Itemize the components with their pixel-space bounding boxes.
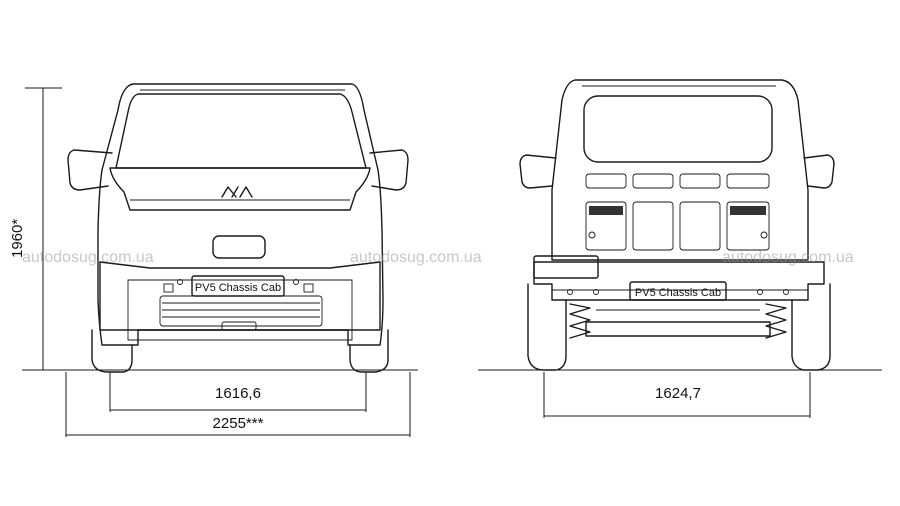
front-bumper — [99, 261, 381, 331]
watermark-1: autodosug.com.ua — [22, 249, 154, 266]
front-grille — [159, 295, 323, 331]
rear-left-mirror — [519, 154, 557, 189]
rear-left-wheel — [527, 283, 567, 371]
front-left-wheel — [91, 329, 133, 373]
rear-vents-top — [585, 173, 770, 189]
rear-license-plate — [629, 281, 727, 301]
rear-right-mirror — [803, 154, 835, 189]
height-label: 1960* — [9, 219, 26, 258]
rear-track-dimension: 1624,7 — [543, 372, 811, 418]
rear-plate-text: PV5 Chassis Cab — [635, 287, 721, 299]
front-track-dimension: 1616,6 — [109, 372, 367, 412]
front-body-outline — [97, 83, 384, 346]
rear-axle — [585, 321, 771, 337]
front-sensor — [212, 235, 266, 259]
front-plate-text: PV5 Chassis Cab — [195, 282, 281, 294]
front-windshield — [115, 93, 367, 169]
rear-track-label: 1624,7 — [655, 385, 701, 402]
rear-window — [583, 95, 773, 163]
rear-chassis-frame — [533, 261, 825, 301]
front-width-dimension: 2255*** — [65, 372, 411, 437]
front-track-label: 1616,6 — [215, 385, 261, 402]
watermark-3: autodosug.com.ua — [722, 249, 854, 266]
rear-cab-outline — [551, 79, 809, 261]
front-right-mirror — [369, 149, 409, 191]
rear-view: PV5 Chassis Cab 1624,7 — [478, 79, 882, 418]
watermark-2: autodosug.com.ua — [350, 249, 482, 266]
front-hood — [109, 167, 371, 211]
front-left-mirror — [67, 149, 113, 191]
kia-logo-icon — [221, 186, 253, 198]
rear-side-box — [533, 255, 599, 279]
front-right-wheel — [349, 329, 389, 373]
rear-panels — [585, 201, 770, 251]
watermarks: autodosug.com.ua autodosug.com.ua autodo… — [22, 249, 854, 266]
front-width-label: 2255*** — [213, 415, 264, 432]
front-license-plate — [191, 275, 285, 297]
height-dimension: 1960* — [9, 87, 62, 370]
front-view: 1960* PV5 Ch — [9, 83, 418, 437]
rear-left-spring — [569, 303, 591, 339]
rear-right-spring — [765, 303, 787, 339]
rear-right-wheel — [791, 283, 831, 371]
